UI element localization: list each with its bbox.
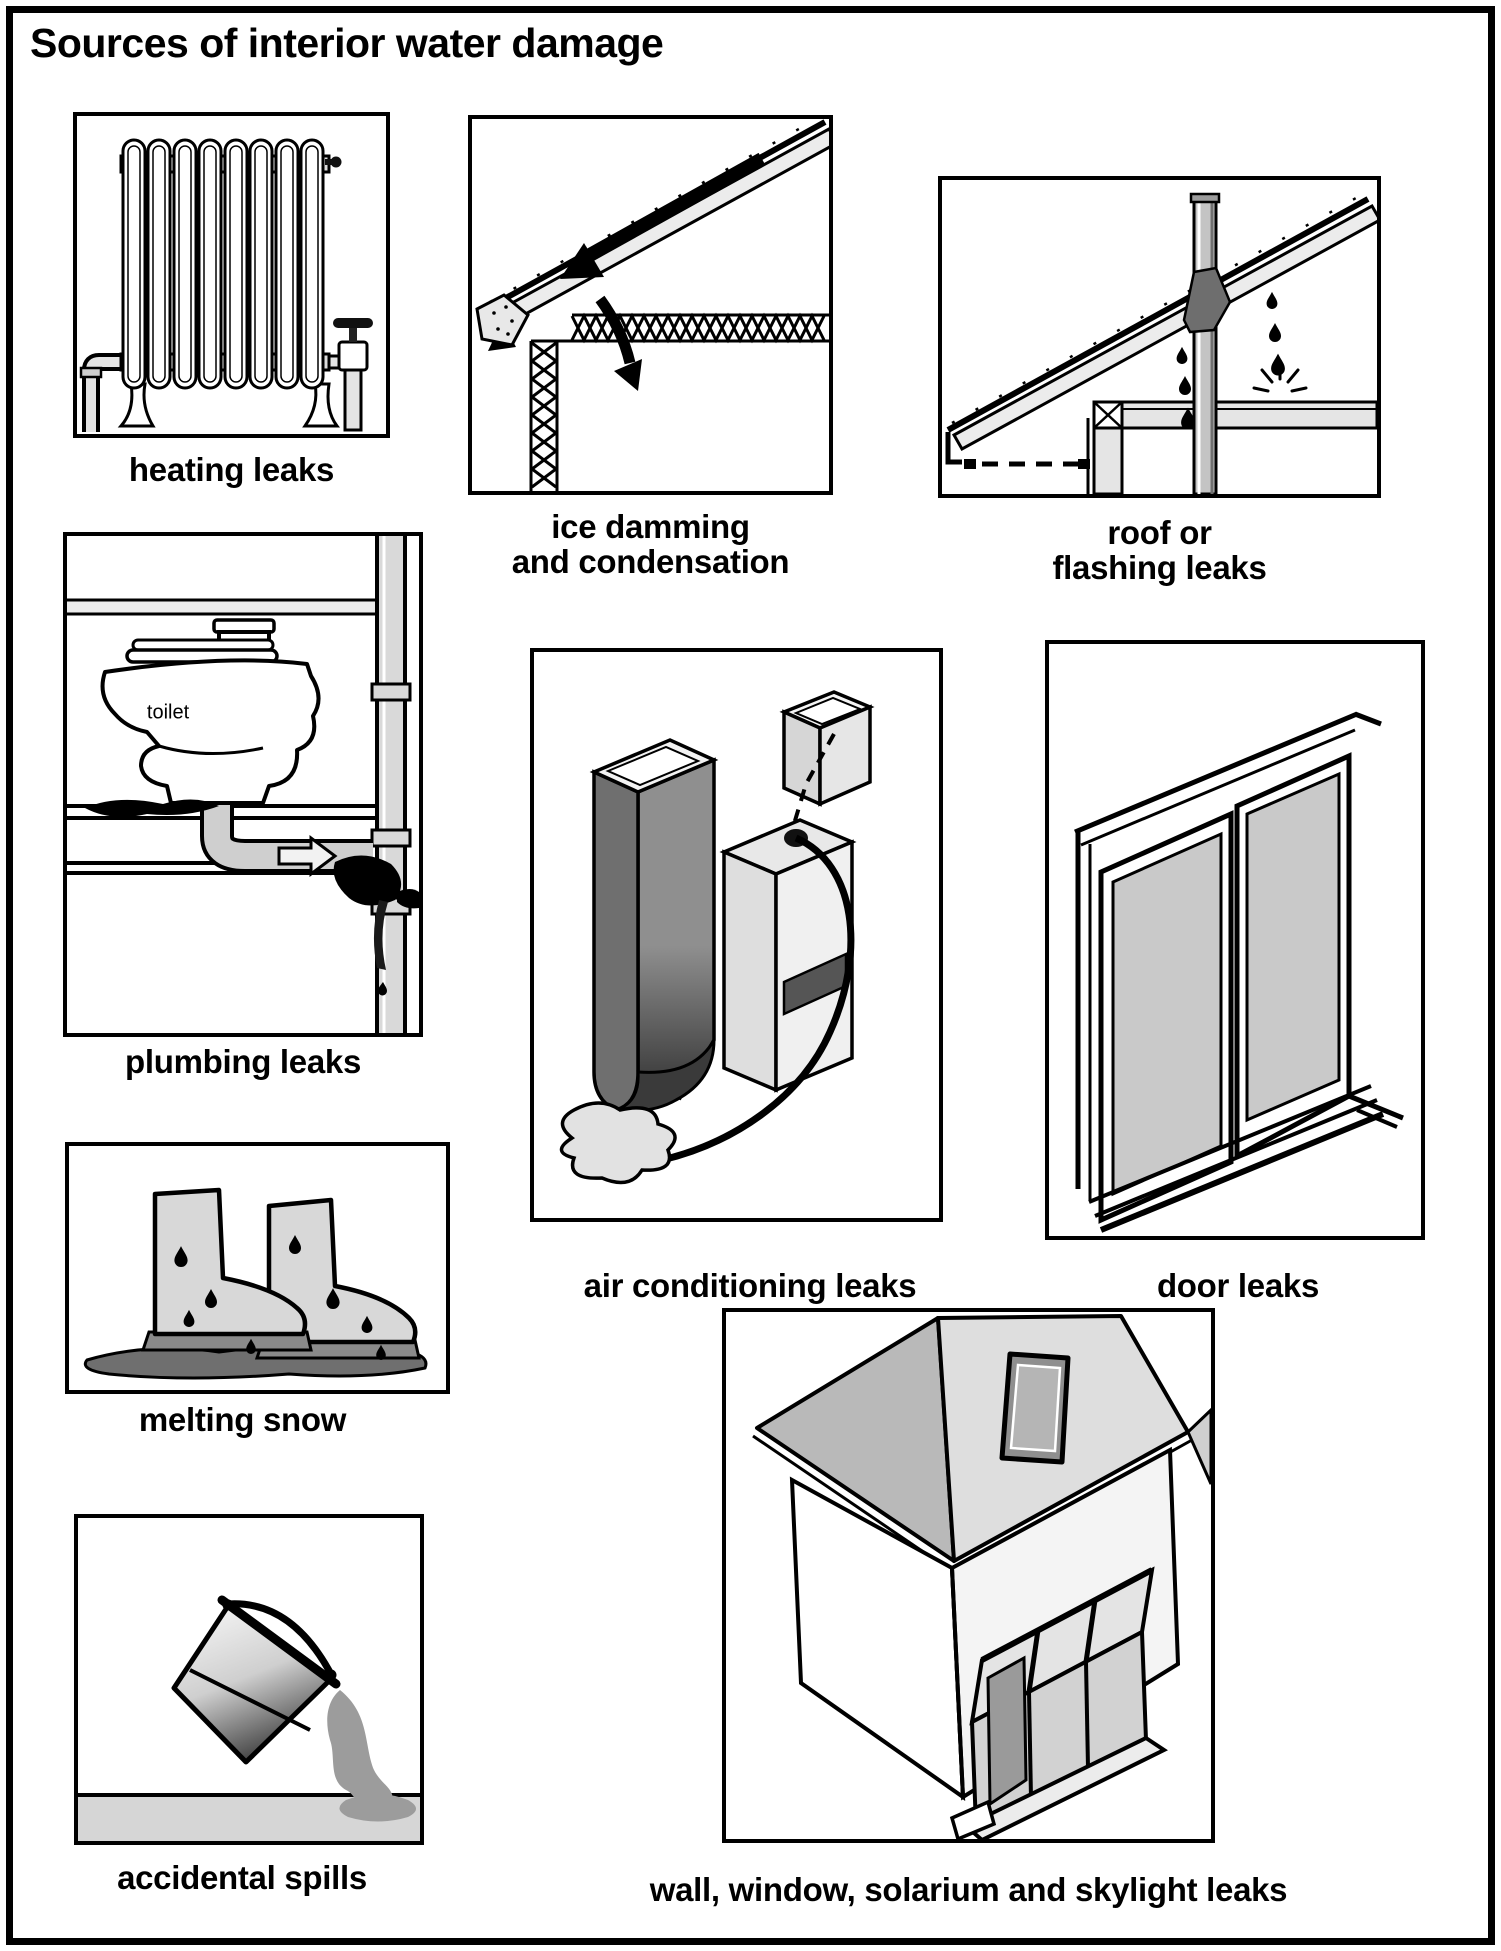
toilet-annotation: toilet	[146, 701, 190, 724]
toilet-plumbing-illustration	[67, 536, 419, 1033]
panel-roof-flashing-leaks	[938, 176, 1381, 498]
ice-damming-illustration	[475, 119, 829, 491]
spilled-bucket-illustration	[78, 1595, 420, 1841]
roof-flashing-illustration	[945, 191, 1377, 494]
sliding-door-illustration	[1074, 711, 1404, 1233]
panel-heating-leaks	[73, 112, 390, 438]
plumbing-leaks-label: plumbing leaks	[124, 1043, 362, 1080]
panel-ice-damming	[468, 115, 833, 495]
panel-melting-snow	[65, 1142, 450, 1394]
panel-solarium-skylight-leaks	[722, 1308, 1215, 1843]
panel-door-leaks	[1045, 640, 1425, 1240]
page-title: Sources of interior water damage	[30, 20, 664, 66]
air-conditioner-illustration	[559, 690, 875, 1185]
door-leaks-label: door leaks	[1156, 1267, 1320, 1304]
radiator-illustration	[79, 138, 373, 432]
panel-air-conditioning-leaks	[530, 648, 943, 1222]
house-solarium-illustration	[752, 1314, 1211, 1839]
panel-plumbing-leaks: toilet	[63, 532, 423, 1037]
heating-leaks-label: heating leaks	[128, 451, 335, 488]
wet-boots-illustration	[83, 1187, 428, 1380]
roof-flashing-label: roof or flashing leaks	[1052, 514, 1267, 586]
page-border	[6, 6, 1495, 1945]
accidental-spills-label: accidental spills	[117, 1859, 367, 1896]
air-conditioning-leaks-label: air conditioning leaks	[583, 1267, 917, 1304]
panel-accidental-spills	[74, 1514, 424, 1845]
ice-damming-label: ice damming and condensation	[511, 508, 790, 580]
solarium-skylight-leaks-label: wall, window, solarium and skylight leak…	[649, 1871, 1288, 1908]
melting-snow-label: melting snow	[138, 1401, 347, 1438]
